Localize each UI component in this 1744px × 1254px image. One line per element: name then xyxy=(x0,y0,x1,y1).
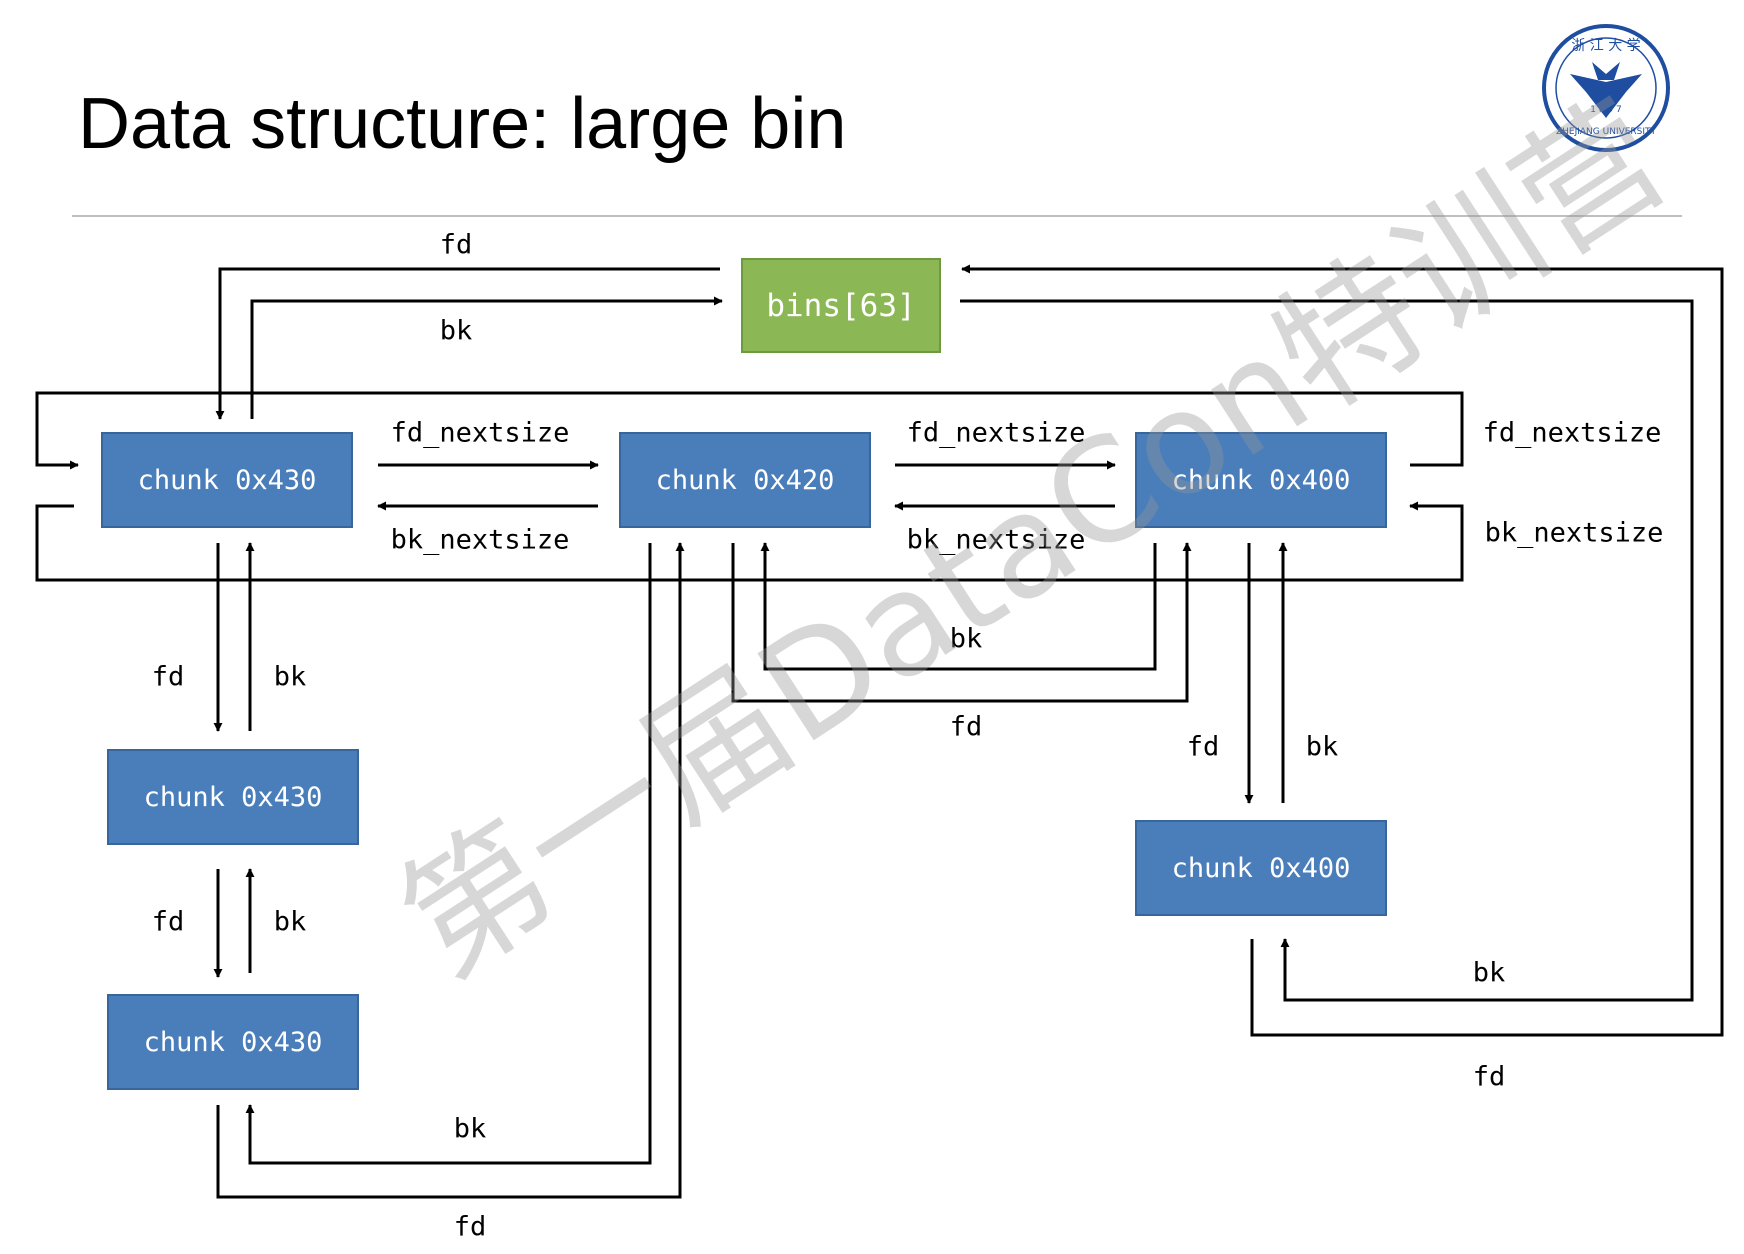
label-a23-bk: bk xyxy=(273,906,307,938)
logo-text-bottom: ZHEJIANG UNIVERSITY xyxy=(1556,127,1657,137)
edge-c2-fd-to-bins xyxy=(961,264,1724,1037)
edge-b1-fd-to-c1 xyxy=(731,542,1192,703)
edge-a1-bkn-to-c1 xyxy=(35,501,1464,582)
chunk-node-c2: chunk 0x400 xyxy=(1135,820,1387,916)
slide-title: Data structure: large bin xyxy=(78,84,847,164)
label-bc-fd: fd xyxy=(949,711,983,743)
label-top-fd: fd xyxy=(439,229,473,261)
edge-bins-fd-to-a1 xyxy=(215,267,720,420)
logo-text-top: 浙 江 大 学 xyxy=(1571,38,1640,54)
label-a12-bk: bk xyxy=(273,661,307,693)
chunk-node-a1: chunk 0x430 xyxy=(101,432,353,528)
label-bkn-right: bk_nextsize xyxy=(1484,517,1664,549)
label-bkn-ab: bk_nextsize xyxy=(390,524,570,556)
label-a3-bk: bk xyxy=(453,1113,487,1145)
edge-a1-bk-to-bins xyxy=(250,296,723,419)
label-c2-bk: bk xyxy=(1472,957,1506,989)
label-fdn-right: fd_nextsize xyxy=(1482,417,1662,449)
logo-year: 1 8 9 7 xyxy=(1590,105,1622,115)
bins-node: bins[63] xyxy=(741,258,941,353)
zhejiang-university-seal-icon: 浙 江 大 学 1 8 9 7 ZHEJIANG UNIVERSITY xyxy=(1542,24,1670,152)
chunk-node-b1: chunk 0x420 xyxy=(619,432,871,528)
label-bc-bk: bk xyxy=(949,623,983,655)
edge-a3-fd-to-b1 xyxy=(216,542,685,1199)
label-c2-fd: fd xyxy=(1472,1061,1506,1093)
label-c12-bk: bk xyxy=(1305,731,1339,763)
edge-bins-bk-to-c2 xyxy=(960,299,1694,1002)
edge-c1-bk-to-b1 xyxy=(760,542,1157,671)
chunk-node-a2: chunk 0x430 xyxy=(107,749,359,845)
title-divider xyxy=(72,215,1682,217)
edge-c1-fdn-to-a1 xyxy=(35,391,1464,470)
label-a23-fd: fd xyxy=(151,906,185,938)
label-a12-fd: fd xyxy=(151,661,185,693)
label-fdn-bc: fd_nextsize xyxy=(906,417,1086,449)
chunk-node-c1: chunk 0x400 xyxy=(1135,432,1387,528)
edge-b1-bk-to-a3 xyxy=(245,543,652,1165)
label-c12-fd: fd xyxy=(1186,731,1220,763)
label-top-bk: bk xyxy=(439,315,473,347)
chunk-node-a3: chunk 0x430 xyxy=(107,994,359,1090)
label-bkn-bc: bk_nextsize xyxy=(906,524,1086,556)
label-fdn-ab: fd_nextsize xyxy=(390,417,570,449)
label-a3-fd: fd xyxy=(453,1211,487,1243)
